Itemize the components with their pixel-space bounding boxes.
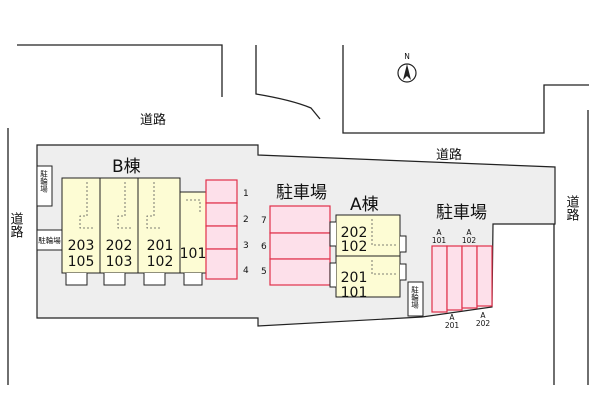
unit-label: 102 — [341, 239, 368, 255]
road-label-right: 道路 — [564, 195, 580, 221]
unit-label: 203 — [68, 238, 95, 254]
building-a-interior — [371, 219, 396, 275]
north-label: N — [404, 52, 410, 61]
parking-center: 7 6 5 — [261, 205, 331, 286]
building-b-unit-4 — [179, 191, 207, 274]
building-a-label: A棟 — [350, 195, 379, 215]
north-arrow-icon — [403, 64, 411, 80]
parking-space — [269, 232, 331, 260]
parking-number: 6 — [261, 242, 267, 252]
parking-space-label: A — [466, 228, 472, 237]
parking-number: 2 — [243, 215, 249, 225]
road-edge-top-left — [17, 44, 223, 97]
bicycle-parking-left-top — [36, 165, 53, 207]
parking-right-bottom-labels: A 201 A 202 — [445, 311, 491, 330]
parking-space-label: A — [449, 313, 455, 322]
road-label-left: 道路 — [8, 212, 24, 238]
parking-center-label: 駐車場 — [276, 183, 327, 203]
parking-space-label: A — [436, 228, 442, 237]
building-b-unit-2 — [99, 177, 139, 274]
parking-space-label: 202 — [476, 319, 491, 328]
parking-space — [205, 225, 238, 250]
parking-left: 1 2 3 4 — [205, 179, 249, 280]
road-edge-top-right — [342, 45, 589, 134]
building-b-label: B棟 — [112, 157, 141, 177]
parking-space — [269, 205, 331, 234]
parking-space — [205, 248, 238, 280]
parking-space — [205, 202, 238, 227]
unit-label: 103 — [106, 254, 133, 270]
unit-label: 102 — [147, 254, 174, 270]
parking-space — [431, 245, 448, 313]
parking-number: 7 — [261, 216, 267, 226]
parking-right — [431, 245, 493, 313]
bicycle-parking-a — [407, 281, 424, 317]
parking-number: 3 — [243, 241, 249, 251]
parking-space — [461, 245, 478, 309]
parking-number: 1 — [243, 189, 249, 199]
north-compass: N — [397, 52, 417, 83]
bicycle-parking-left-top-label: 駐輪場 — [39, 169, 48, 194]
parking-space — [446, 245, 463, 311]
road-label-top-right: 道路 — [436, 147, 462, 163]
building-b-interior — [79, 182, 201, 229]
road-edge-top-mid — [255, 45, 321, 120]
parking-space — [205, 179, 238, 204]
parking-space — [269, 258, 331, 286]
parking-right-label: 駐車場 — [436, 203, 487, 223]
parking-space — [476, 245, 493, 307]
building-b-unit-3 — [137, 177, 181, 274]
building-a-unit-1 — [335, 214, 401, 257]
unit-label: 201 — [341, 270, 368, 286]
parking-number: 4 — [243, 266, 249, 276]
unit-label: 105 — [68, 254, 95, 270]
parking-right-top-labels: A 101 A 102 — [432, 228, 477, 245]
bicycle-parking-left-small-label: 駐輪場 — [38, 235, 61, 245]
building-a-balconies — [329, 221, 407, 288]
unit-label: 101 — [180, 246, 207, 262]
road-label-top: 道路 — [140, 112, 166, 128]
unit-label: 201 — [147, 238, 174, 254]
unit-label: 202 — [341, 225, 368, 241]
building-b-balconies — [65, 273, 203, 286]
parking-space-label: 102 — [462, 236, 477, 245]
unit-label: 202 — [106, 238, 133, 254]
parking-space-label: 101 — [432, 236, 447, 245]
parking-space-label: A — [480, 311, 486, 320]
parking-number: 5 — [261, 267, 267, 277]
building-a-unit-labels: 202 102 201 101 — [341, 225, 368, 301]
bicycle-parking-a-label: 駐輪場 — [410, 285, 419, 310]
unit-label: 101 — [341, 285, 368, 301]
building-b-unit-labels: 203 105 202 103 201 102 101 — [68, 238, 207, 270]
parking-space-label: 201 — [445, 321, 460, 330]
